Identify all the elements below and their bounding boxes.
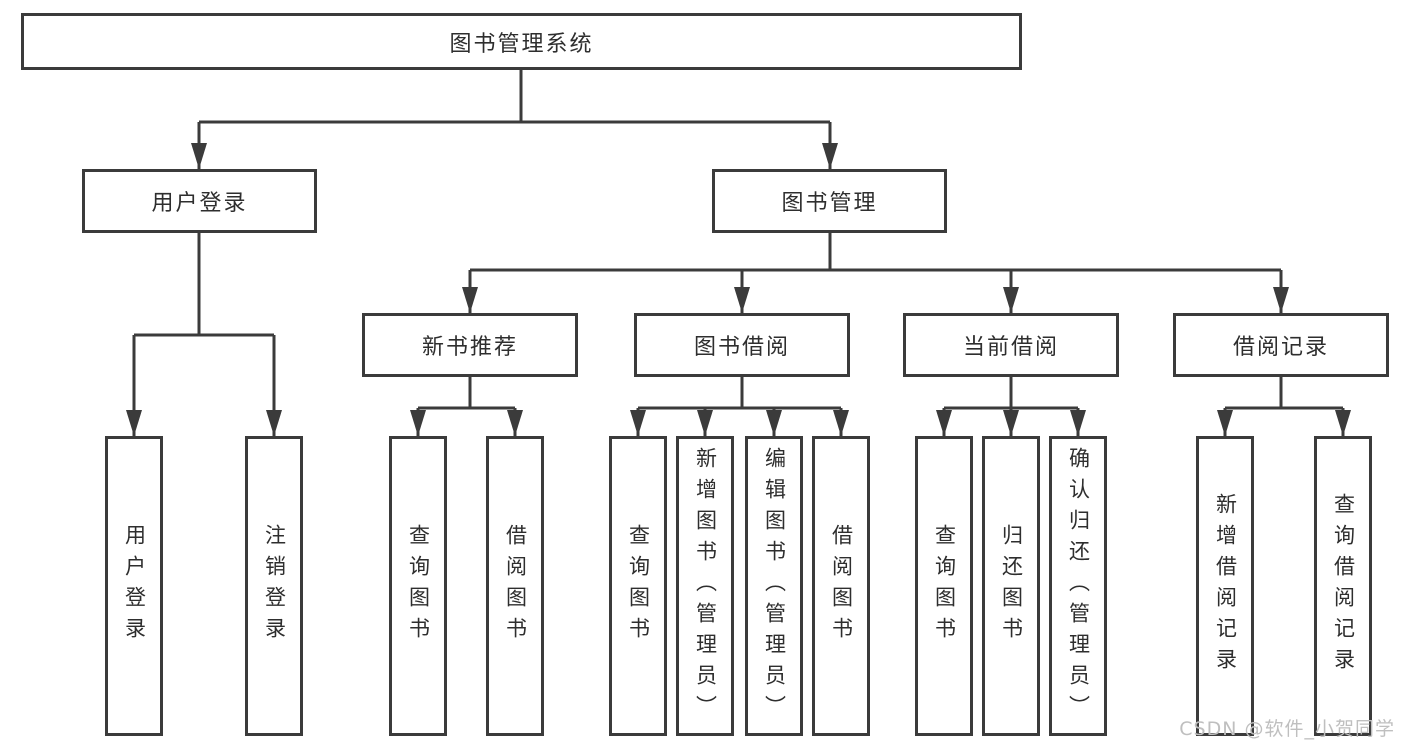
connector-user-login <box>132 233 276 436</box>
leaf-edit-books-admin: 编辑图书（管理员） <box>745 436 803 736</box>
node-book-management: 图书管理 <box>712 169 947 233</box>
arrow-leaf-6 <box>697 410 713 436</box>
leaf-logout-label: 注销登录 <box>262 524 287 648</box>
leaf-query-books-newbooks: 查询图书 <box>389 436 447 736</box>
connector-book-borrow <box>636 377 843 436</box>
arrow-leaf-2 <box>266 410 282 436</box>
leaf-return-books-label: 归还图书 <box>999 524 1024 648</box>
arrow-current-borrow <box>1003 287 1019 313</box>
arrow-new-books <box>462 287 478 313</box>
leaf-query-books-borrowing-label: 查询图书 <box>626 524 651 648</box>
arrow-book-mgmt <box>822 143 838 169</box>
connector-borrow-records <box>1223 377 1345 436</box>
leaf-confirm-return-admin-label: 确认归还（管理员） <box>1066 446 1091 726</box>
arrow-leaf-5 <box>630 410 646 436</box>
leaf-borrow-books-borrowing-label: 借阅图书 <box>829 524 854 648</box>
node-borrow-records: 借阅记录 <box>1173 313 1389 377</box>
arrow-leaf-11 <box>1070 410 1086 436</box>
connector-new-books <box>416 377 517 436</box>
leaf-add-books-admin: 新增图书（管理员） <box>676 436 734 736</box>
leaf-user-login-label: 用户登录 <box>122 524 147 648</box>
leaf-query-books-newbooks-label: 查询图书 <box>406 524 431 648</box>
leaf-query-borrow-record-label: 查询借阅记录 <box>1331 493 1356 679</box>
connector-root <box>197 70 832 169</box>
watermark: CSDN @软件_小贺同学 <box>1179 718 1395 740</box>
node-user-login: 用户登录 <box>82 169 317 233</box>
arrow-leaf-10 <box>1003 410 1019 436</box>
leaf-return-books: 归还图书 <box>982 436 1040 736</box>
leaf-add-borrow-record: 新增借阅记录 <box>1196 436 1254 736</box>
arrow-leaf-12 <box>1217 410 1233 436</box>
arrow-leaf-4 <box>507 410 523 436</box>
node-book-borrowing: 图书借阅 <box>634 313 850 377</box>
leaf-borrow-books-borrowing: 借阅图书 <box>812 436 870 736</box>
leaf-logout: 注销登录 <box>245 436 303 736</box>
node-new-book-recommend: 新书推荐 <box>362 313 578 377</box>
leaf-query-books-current-label: 查询图书 <box>932 524 957 648</box>
connector-current-borrow <box>942 377 1080 436</box>
arrow-leaf-1 <box>126 410 142 436</box>
leaf-query-books-borrowing: 查询图书 <box>609 436 667 736</box>
arrow-leaf-8 <box>833 410 849 436</box>
arrow-leaf-13 <box>1335 410 1351 436</box>
arrow-borrow-records <box>1273 287 1289 313</box>
arrow-book-borrow <box>734 287 750 313</box>
connector-book-mgmt <box>468 233 1283 313</box>
leaf-borrow-books-newbooks-label: 借阅图书 <box>503 524 528 648</box>
arrow-leaf-3 <box>410 410 426 436</box>
leaf-edit-books-admin-label: 编辑图书（管理员） <box>762 446 787 726</box>
leaf-add-books-admin-label: 新增图书（管理员） <box>693 446 718 726</box>
node-library-management-system: 图书管理系统 <box>21 13 1022 70</box>
leaf-query-borrow-record: 查询借阅记录 <box>1314 436 1372 736</box>
arrow-leaf-9 <box>936 410 952 436</box>
leaf-confirm-return-admin: 确认归还（管理员） <box>1049 436 1107 736</box>
arrow-leaf-7 <box>766 410 782 436</box>
leaf-query-books-current: 查询图书 <box>915 436 973 736</box>
leaf-user-login: 用户登录 <box>105 436 163 736</box>
leaf-borrow-books-newbooks: 借阅图书 <box>486 436 544 736</box>
leaf-add-borrow-record-label: 新增借阅记录 <box>1213 493 1238 679</box>
arrow-user-login <box>191 143 207 169</box>
node-current-borrowing: 当前借阅 <box>903 313 1119 377</box>
